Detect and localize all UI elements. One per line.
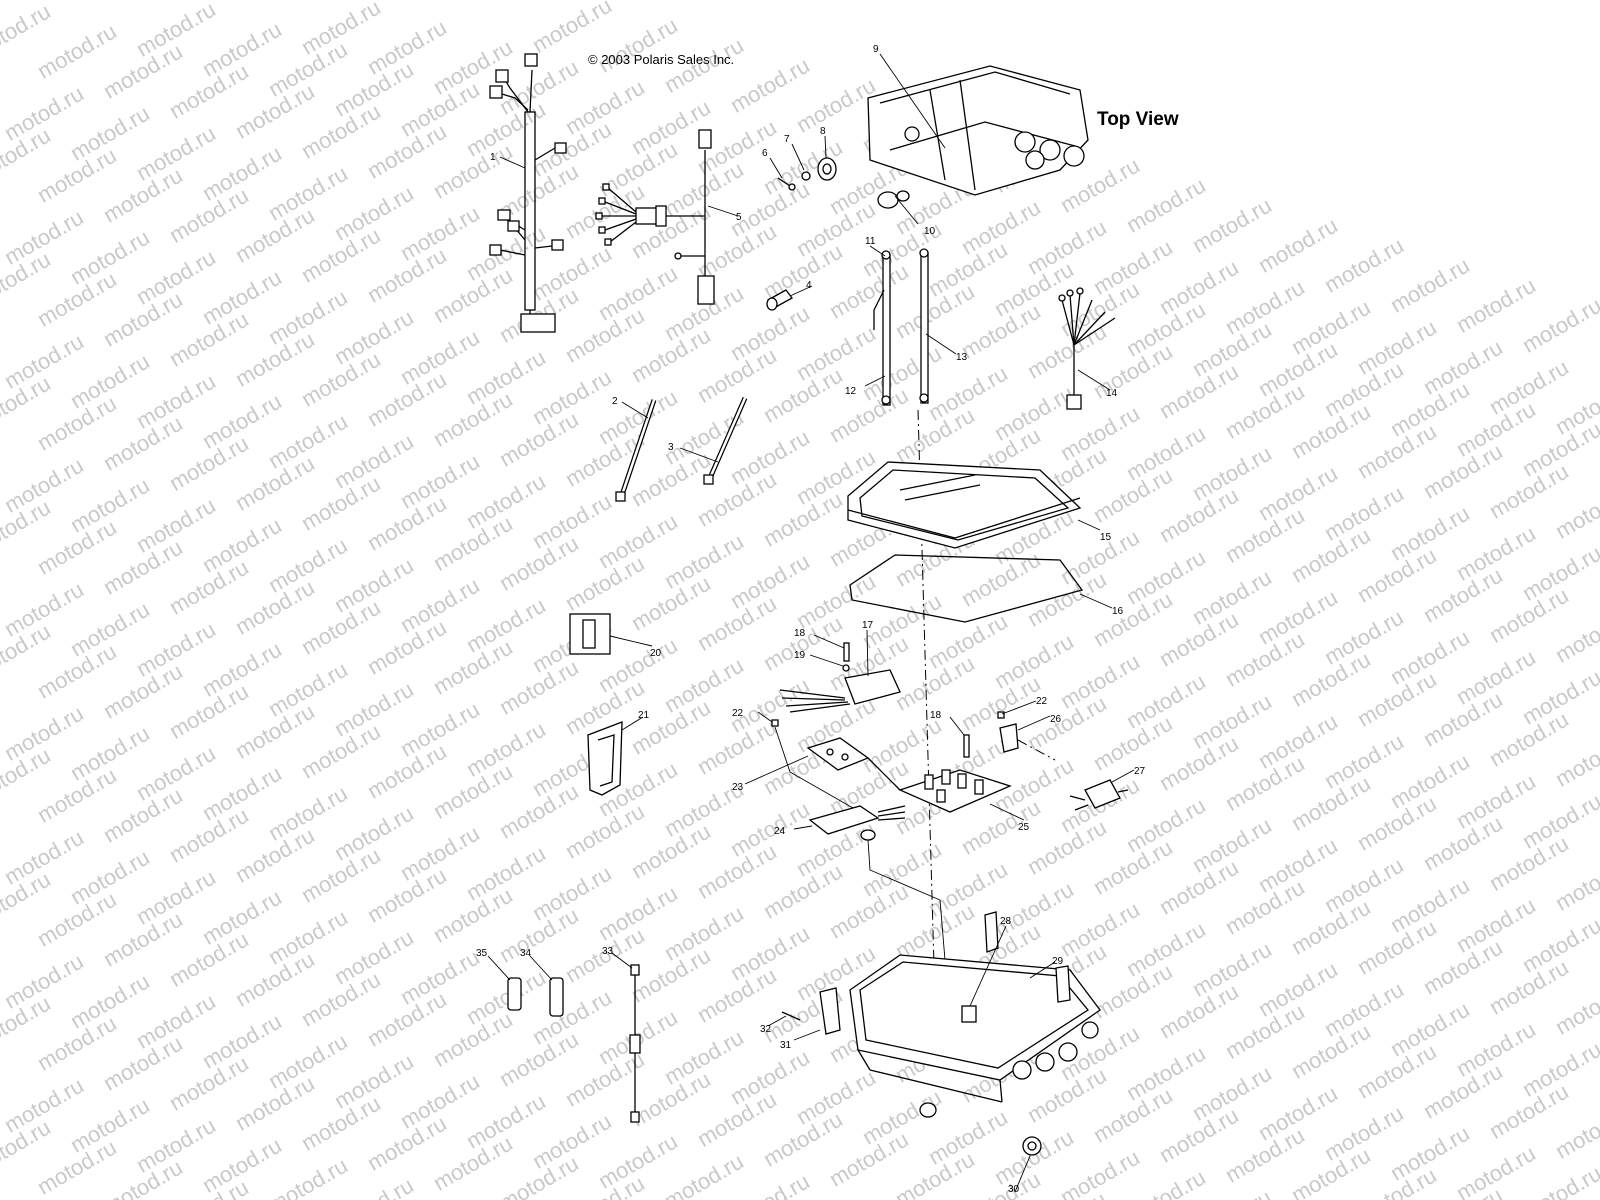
assembly-centerline — [917, 409, 936, 1001]
callout: 10 — [924, 226, 936, 237]
part-10-plug — [877, 190, 910, 209]
callout: 5 — [736, 212, 742, 223]
part-2-rod — [615, 399, 657, 502]
callout: 8 — [820, 126, 826, 137]
callout: 12 — [845, 386, 857, 397]
callout: 11 — [865, 236, 876, 247]
callout: 2 — [612, 396, 618, 407]
part-31-latch — [819, 987, 841, 1035]
callout: 33 — [602, 946, 614, 957]
part-12-cable — [873, 250, 891, 406]
callout: 15 — [1100, 532, 1112, 543]
part-27-relay — [1069, 779, 1129, 811]
callout: 1 — [490, 152, 496, 163]
callout: 21 — [638, 710, 650, 721]
part-17-electronic-module — [779, 669, 901, 713]
part-9-module-cover — [867, 65, 1089, 196]
part-3-rod — [703, 396, 748, 485]
callout: 16 — [1112, 606, 1124, 617]
part-16-gasket — [849, 554, 1084, 623]
callout: 27 — [1134, 766, 1146, 777]
part-1-wiring-harness — [489, 53, 567, 333]
part-23-bracket — [774, 726, 870, 813]
part-14-pigtail-harness — [1058, 287, 1116, 410]
callout: 28 — [1000, 916, 1012, 927]
callout: 35 — [476, 948, 488, 959]
part-18-screw-lower — [963, 734, 970, 758]
part-26-bracket — [999, 723, 1056, 761]
top-view-label: Top View — [1097, 109, 1179, 130]
part-22-nut-left — [771, 719, 779, 727]
callout: 3 — [668, 442, 674, 453]
copyright-text: © 2003 Polaris Sales Inc. — [588, 52, 735, 67]
callout: 17 — [862, 620, 874, 631]
part-6-screw — [777, 177, 796, 191]
callout-labels: 1 2 3 4 5 6 7 8 9 10 11 12 13 14 15 16 1… — [476, 44, 1146, 1195]
leader-lines — [487, 53, 1135, 1193]
part-30-grommet — [1022, 1136, 1042, 1156]
part-15-module-lid — [847, 461, 1082, 549]
callout: 26 — [1050, 714, 1062, 725]
callout: 22 — [1036, 696, 1048, 707]
callout: 30 — [1008, 1184, 1020, 1195]
part-4-connector-boot — [766, 289, 793, 311]
part-20-label — [569, 613, 611, 655]
part-24-module — [808, 805, 946, 961]
callout: 13 — [956, 352, 968, 363]
callout: 6 — [762, 148, 768, 159]
callout: 9 — [873, 44, 879, 55]
part-22-nut-right — [997, 711, 1005, 719]
part-32-pin — [781, 1011, 801, 1021]
part-33-fuse-lead — [629, 964, 641, 1123]
callout: 31 — [780, 1040, 792, 1051]
callout: 34 — [520, 948, 532, 959]
callout: 20 — [650, 648, 662, 659]
callout: 25 — [1018, 822, 1030, 833]
callout: 4 — [806, 280, 812, 291]
part-34-fuse — [549, 977, 564, 1017]
callout: 14 — [1106, 388, 1118, 399]
part-13-cable — [919, 248, 929, 404]
callout: 22 — [732, 708, 744, 719]
part-28-relay-clip — [961, 1005, 977, 1023]
part-5-sub-harness — [595, 129, 715, 305]
callout: 23 — [732, 782, 744, 793]
bottom-plug — [919, 1102, 937, 1118]
part-8-grommet — [817, 157, 837, 181]
callout: 19 — [794, 650, 806, 661]
part-18-screw-upper — [843, 642, 850, 662]
callout: 29 — [1052, 956, 1064, 967]
callout: 18 — [930, 710, 942, 721]
part-19-washer — [842, 664, 850, 672]
callout: 7 — [784, 134, 790, 145]
callout: 18 — [794, 628, 806, 639]
part-21-clip — [587, 721, 623, 796]
part-25-circuit-board — [867, 757, 1012, 813]
part-35-fuse — [507, 977, 522, 1011]
part-7-washer — [801, 171, 811, 181]
callout: 32 — [760, 1024, 772, 1035]
callout: 24 — [774, 826, 786, 837]
